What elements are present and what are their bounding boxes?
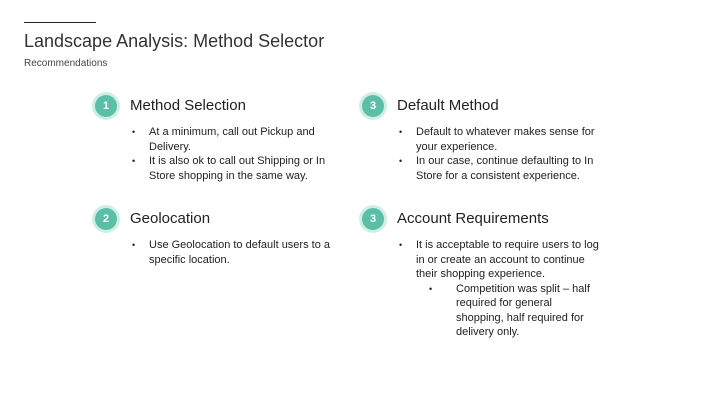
bullet-item: Use Geolocation to default users to a sp… (130, 238, 335, 267)
page-title: Landscape Analysis: Method Selector (24, 31, 325, 51)
sub-bullet-item: Competition was split – half required fo… (429, 282, 602, 340)
bullet-item: It is also ok to call out Shipping or In… (130, 154, 335, 183)
card-title: Account Requirements (397, 210, 549, 227)
card-header: 3 Account Requirements (362, 208, 602, 234)
title-rule (24, 22, 96, 23)
card-title: Method Selection (130, 97, 246, 114)
bullet-list: Default to whatever makes sense for your… (362, 125, 602, 183)
card-header: 1 Method Selection (95, 95, 335, 121)
card-method-selection: 1 Method Selection At a minimum, call ou… (95, 95, 335, 183)
step-number-badge: 2 (95, 208, 117, 230)
bullet-item: Default to whatever makes sense for your… (397, 125, 602, 154)
bullet-item: It is acceptable to require users to log… (397, 238, 602, 340)
bullet-list: It is acceptable to require users to log… (362, 238, 602, 340)
card-header: 3 Default Method (362, 95, 602, 121)
card-title: Geolocation (130, 210, 211, 227)
bullet-item: In our case, continue defaulting to In S… (397, 154, 602, 183)
card-geolocation: 2 Geolocation Use Geolocation to default… (95, 208, 335, 267)
bullet-text: It is acceptable to require users to log… (416, 239, 599, 280)
step-number-badge: 3 (362, 208, 384, 230)
card-title: Default Method (397, 97, 499, 114)
card-default-method: 3 Default Method Default to whatever mak… (362, 95, 602, 183)
bullet-list: At a minimum, call out Pickup and Delive… (95, 125, 335, 183)
bullet-list: Use Geolocation to default users to a sp… (95, 238, 335, 267)
step-number-badge: 3 (362, 95, 384, 117)
bullet-item: At a minimum, call out Pickup and Delive… (130, 125, 335, 154)
card-header: 2 Geolocation (95, 208, 335, 234)
page-subtitle: Recommendations (24, 58, 108, 69)
step-number-badge: 1 (95, 95, 117, 117)
sub-bullet-list: Competition was split – half required fo… (416, 282, 602, 340)
card-account-requirements: 3 Account Requirements It is acceptable … (362, 208, 602, 340)
